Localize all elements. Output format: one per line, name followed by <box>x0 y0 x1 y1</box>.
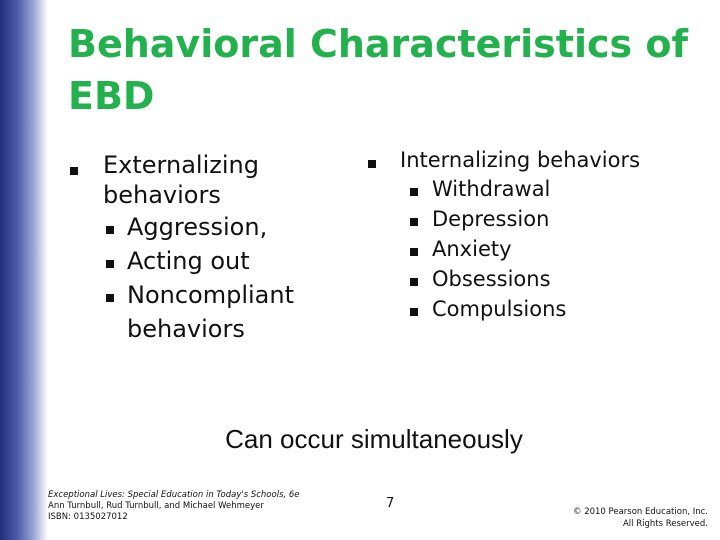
externalizing-heading-item: Externalizing behaviors Aggression, Acti… <box>68 150 328 346</box>
square-bullet-icon <box>106 260 114 268</box>
externalizing-list: Externalizing behaviors Aggression, Acti… <box>68 150 328 346</box>
list-item: Compulsions <box>400 294 698 324</box>
square-bullet-icon <box>368 160 376 168</box>
footer-authors: Ann Turnbull, Rud Turnbull, and Michael … <box>48 501 264 511</box>
rights-text: All Rights Reserved. <box>622 519 708 529</box>
internalizing-heading-item: Internalizing behaviors Withdrawal Depre… <box>368 146 698 324</box>
list-item-text: Acting out <box>127 247 250 275</box>
square-bullet-icon <box>410 278 418 286</box>
square-bullet-icon <box>70 167 78 175</box>
list-item: Depression <box>400 204 698 234</box>
list-item-text: Anxiety <box>432 237 512 261</box>
internalizing-list: Internalizing behaviors Withdrawal Depre… <box>368 146 698 324</box>
footer-book-title: Exceptional Lives: Special Education in … <box>48 490 300 500</box>
list-item: Acting out <box>103 244 328 278</box>
externalizing-heading: Externalizing behaviors <box>103 151 259 209</box>
left-gradient-bar <box>0 0 48 540</box>
square-bullet-icon <box>410 188 418 196</box>
list-item: Anxiety <box>400 234 698 264</box>
list-item-text: Aggression, <box>127 213 268 241</box>
square-bullet-icon <box>410 218 418 226</box>
footer-book-info: Exceptional Lives: Special Education in … <box>48 490 308 523</box>
page-number: 7 <box>386 496 395 511</box>
copyright-text: © 2010 Pearson Education, Inc. <box>573 507 708 517</box>
list-item-text: Noncompliant behaviors <box>127 281 295 343</box>
list-item-text: Withdrawal <box>432 177 551 201</box>
list-item: Aggression, <box>103 210 328 244</box>
internalizing-heading: Internalizing behaviors <box>400 148 641 172</box>
list-item: Noncompliant behaviors <box>103 278 328 346</box>
square-bullet-icon <box>410 248 418 256</box>
square-bullet-icon <box>106 294 114 302</box>
list-item: Obsessions <box>400 264 698 294</box>
internalizing-sublist: Withdrawal Depression Anxiety Obsessions… <box>400 174 698 324</box>
slide-title: Behavioral Characteristics of EBD <box>68 22 688 118</box>
footer-copyright: © 2010 Pearson Education, Inc. All Right… <box>508 506 708 530</box>
simultaneous-note: Can occur simultaneously <box>225 424 523 454</box>
list-item-text: Compulsions <box>432 297 567 321</box>
square-bullet-icon <box>106 226 114 234</box>
list-item-text: Obsessions <box>432 267 551 291</box>
square-bullet-icon <box>410 308 418 316</box>
list-item-text: Depression <box>432 207 550 231</box>
footer-isbn: ISBN: 0135027012 <box>48 512 128 522</box>
externalizing-sublist: Aggression, Acting out Noncompliant beha… <box>103 210 328 346</box>
list-item: Withdrawal <box>400 174 698 204</box>
